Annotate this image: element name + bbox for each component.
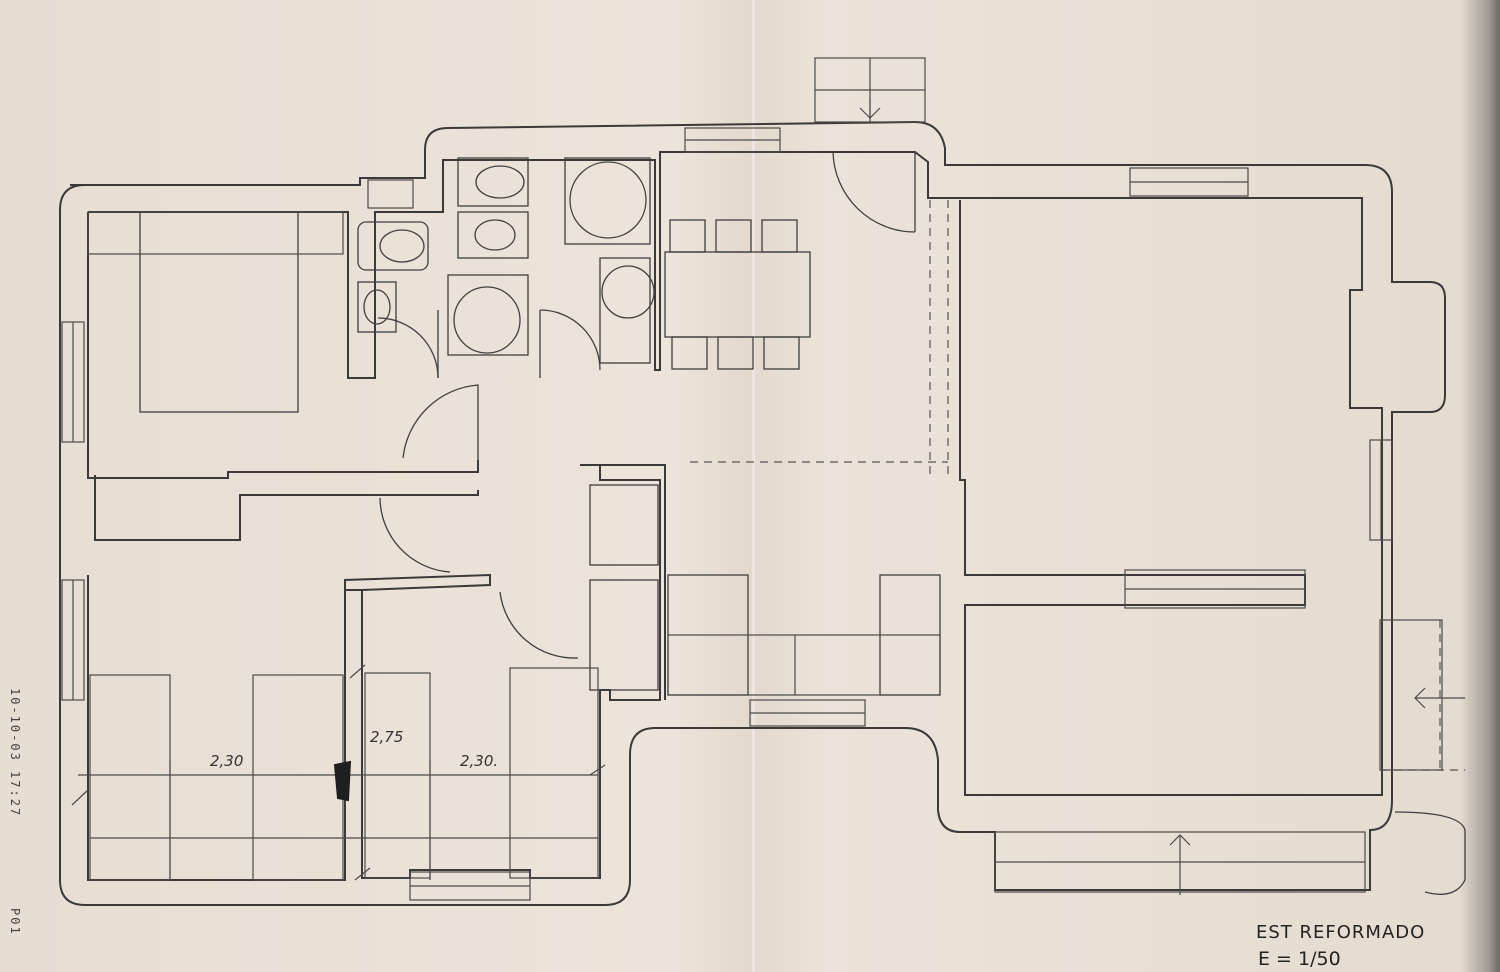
ink-scribble bbox=[333, 760, 352, 802]
dimension-label-right: 2,30. bbox=[460, 752, 499, 770]
cabinets bbox=[589, 484, 941, 696]
paper-fold-vertical bbox=[752, 0, 755, 972]
outer-walls bbox=[59, 120, 1446, 906]
doors bbox=[377, 57, 1466, 895]
page-code: P01 bbox=[8, 908, 22, 936]
dimension-label-center: 2,75 bbox=[370, 728, 404, 746]
dimension-ticks bbox=[71, 664, 606, 881]
print-timestamp: 10-10-03 17:27 bbox=[8, 688, 22, 818]
paper-edge-shadow bbox=[1460, 0, 1500, 972]
double-bed bbox=[87, 211, 344, 413]
plan-scale: E = 1/50 bbox=[1258, 948, 1341, 970]
dimension-label-left: 2,30 bbox=[210, 752, 244, 770]
windows bbox=[61, 127, 1393, 901]
terrace bbox=[994, 619, 1465, 895]
plan-title: EST REFORMADO bbox=[1256, 922, 1426, 943]
dashed-lines bbox=[690, 200, 1465, 771]
bathroom-fixtures bbox=[357, 157, 655, 364]
dining-set bbox=[664, 219, 811, 370]
